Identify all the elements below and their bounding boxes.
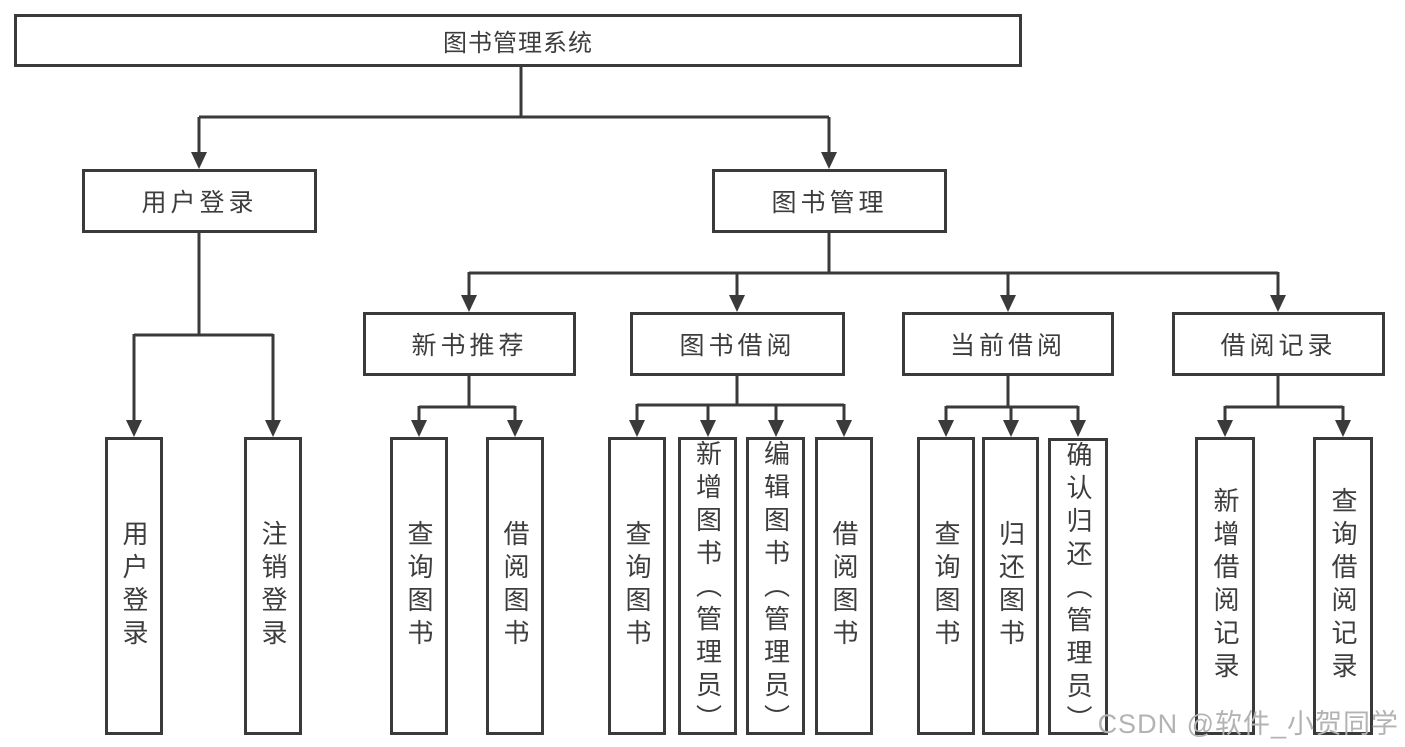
node-new-book-recommend: 新书推荐	[363, 312, 576, 376]
node-book-management: 图书管理	[712, 169, 947, 233]
leaf-recommend-query-book: 查询图书	[390, 437, 448, 735]
node-current-borrow: 当前借阅	[902, 312, 1114, 376]
leaf-label: 查询图书	[931, 520, 961, 652]
leaf-label: 用户登录	[119, 520, 149, 652]
leaf-current-confirm-return: 确认归还（管理员）	[1048, 438, 1108, 738]
leaf-label: 新增图书（管理员）	[692, 440, 723, 737]
leaf-borrow-edit-book: 编辑图书（管理员）	[746, 437, 805, 737]
leaf-label: 注销登录	[258, 520, 288, 652]
node-book-borrow: 图书借阅	[630, 312, 845, 376]
leaf-borrow-borrow-book: 借阅图书	[815, 437, 873, 735]
node-borrow-records: 借阅记录	[1172, 312, 1385, 376]
leaf-current-return-book: 归还图书	[982, 437, 1039, 735]
leaf-label: 新增借阅记录	[1210, 487, 1240, 685]
root-node: 图书管理系统	[14, 14, 1022, 67]
leaf-current-query-book: 查询图书	[917, 437, 975, 735]
leaf-records-query-record: 查询借阅记录	[1313, 437, 1373, 735]
leaf-label: 借阅图书	[500, 520, 530, 652]
leaf-label: 查询图书	[622, 520, 652, 652]
leaf-borrow-query-book: 查询图书	[608, 437, 666, 735]
leaf-label: 查询图书	[404, 520, 434, 652]
leaf-label: 确认归还（管理员）	[1063, 441, 1093, 738]
watermark: CSDN @软件_小贺同学	[1097, 709, 1399, 739]
leaf-label: 归还图书	[995, 520, 1026, 652]
leaf-recommend-borrow-book: 借阅图书	[486, 437, 544, 735]
leaf-label: 借阅图书	[829, 520, 859, 652]
leaf-borrow-add-book: 新增图书（管理员）	[678, 437, 737, 737]
leaf-user-logout: 注销登录	[244, 437, 302, 735]
leaf-label: 编辑图书（管理员）	[760, 440, 791, 737]
node-user-login: 用户登录	[82, 169, 317, 233]
leaf-user-login: 用户登录	[105, 437, 163, 735]
leaf-records-add-record: 新增借阅记录	[1195, 437, 1255, 735]
leaf-label: 查询借阅记录	[1328, 487, 1358, 685]
